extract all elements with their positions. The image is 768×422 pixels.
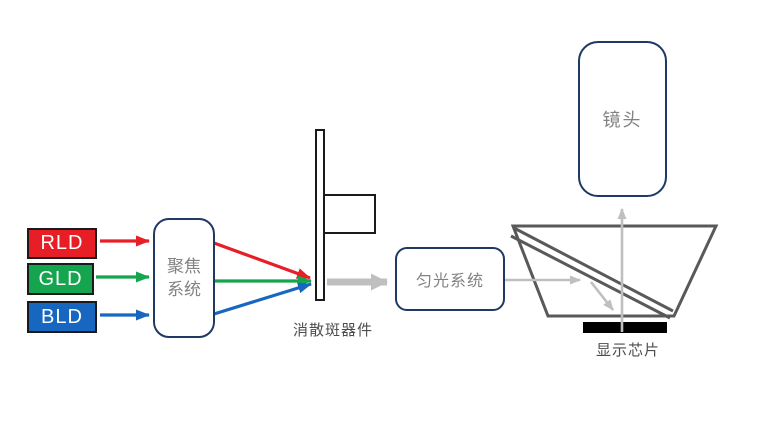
rld-label: RLD — [40, 232, 84, 254]
despeckle-sub-rectangle — [322, 194, 376, 234]
prism-outline — [510, 224, 719, 318]
red-beam-converging-arrow — [213, 241, 311, 280]
despeckle-device-label: 消散斑器件 — [292, 322, 373, 339]
rld-laser-diode-box: RLD — [27, 228, 97, 259]
gld-laser-diode-box: GLD — [27, 263, 94, 295]
prism-diagonal-lower — [510, 234, 671, 320]
lens-box: 镜头 — [578, 41, 667, 197]
display-chip-bar — [583, 322, 667, 333]
focusing-system-box: 聚焦 系统 — [153, 218, 215, 338]
bld-label: BLD — [41, 305, 83, 328]
blue-beam-converging-arrow — [213, 282, 312, 316]
prism-diagonal-upper — [513, 226, 674, 313]
despeckle-plate-bar — [315, 129, 325, 301]
bld-laser-diode-box: BLD — [27, 301, 97, 333]
gld-label: GLD — [38, 267, 83, 290]
display-chip-label: 显示芯片 — [595, 342, 660, 359]
light-path-reflect-down-arrow — [589, 281, 615, 311]
focusing-system-label-line1: 聚焦 — [167, 257, 201, 276]
homogenizer-system-box: 匀光系统 — [395, 247, 505, 311]
lens-label: 镜头 — [602, 110, 643, 130]
focusing-system-label-line2: 系统 — [167, 280, 201, 299]
homogenizer-label: 匀光系统 — [415, 273, 484, 290]
